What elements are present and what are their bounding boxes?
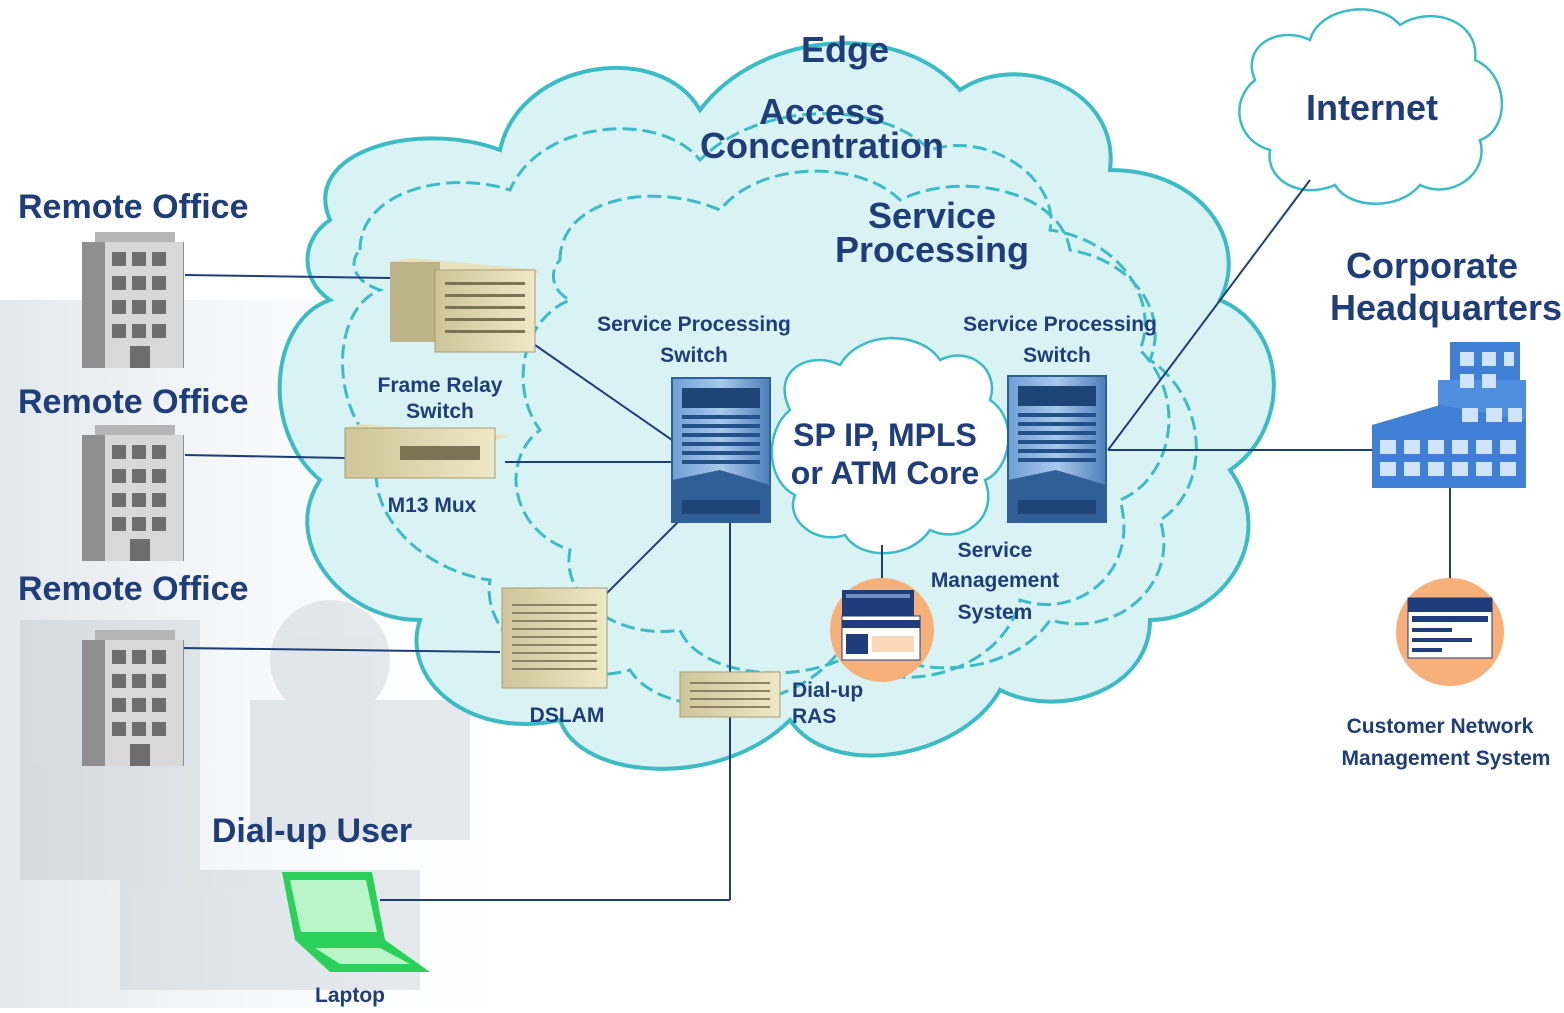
corporate-headquarters-icon [1372, 342, 1526, 488]
ras-label-1: Dial-up [792, 679, 863, 702]
m13-mux-icon [344, 424, 510, 479]
hq-label-2: Headquarters [1330, 287, 1562, 328]
core-label-2: or ATM Core [791, 455, 979, 491]
dialup-user-label: Dial-up User [212, 812, 412, 850]
building-icon [82, 630, 184, 766]
laptop-icon [282, 872, 430, 972]
cnms-label-1: Customer Network [1347, 715, 1534, 738]
sps-left-label-1: Service Processing [597, 313, 791, 336]
sps-right-label-2: Switch [1023, 344, 1091, 367]
sms-label-3: System [958, 601, 1033, 624]
core-cloud [770, 336, 1010, 555]
dialup-ras-icon [679, 671, 781, 718]
frame-relay-label-1: Frame Relay [378, 374, 503, 397]
access-label-1: Access [759, 91, 885, 132]
frame-relay-switch-icon [390, 258, 540, 353]
access-concentration-cloud [341, 112, 1171, 707]
ras-label-2: RAS [792, 705, 836, 728]
service-processing-switch-left-icon [671, 377, 771, 523]
edge-label: Edge [801, 29, 889, 70]
sms-label-2: Management [931, 569, 1059, 592]
frame-relay-label-2: Switch [406, 400, 474, 423]
service-processing-switch-right-icon [1007, 375, 1107, 523]
customer-network-management-system-icon [1396, 578, 1504, 686]
sps-right-label-1: Service Processing [963, 313, 1157, 336]
remote-office-label-3: Remote Office [18, 570, 249, 608]
sps-left-label-2: Switch [660, 344, 728, 367]
access-label-2: Concentration [700, 125, 944, 166]
service-processing-cloud [514, 169, 1198, 675]
service-management-system-icon [830, 578, 934, 682]
building-icon [82, 232, 184, 368]
core-label-1: SP IP, MPLS [793, 417, 977, 453]
remote-office-label-1: Remote Office [18, 188, 249, 226]
internet-cloud [1238, 8, 1504, 205]
sms-label-1: Service [958, 539, 1033, 562]
links [179, 179, 1451, 901]
cnms-label-2: Management System [1342, 747, 1551, 770]
dslam-icon [501, 587, 608, 689]
hq-label-1: Corporate [1346, 245, 1518, 286]
laptop-label: Laptop [315, 984, 385, 1007]
service-label-1: Service [868, 195, 996, 236]
internet-label: Internet [1306, 87, 1438, 128]
service-label-2: Processing [835, 229, 1029, 270]
m13-mux-label: M13 Mux [388, 494, 477, 517]
edge-cloud [277, 41, 1276, 771]
remote-office-label-2: Remote Office [18, 383, 249, 421]
building-icon [82, 425, 184, 561]
dslam-label: DSLAM [530, 704, 605, 727]
